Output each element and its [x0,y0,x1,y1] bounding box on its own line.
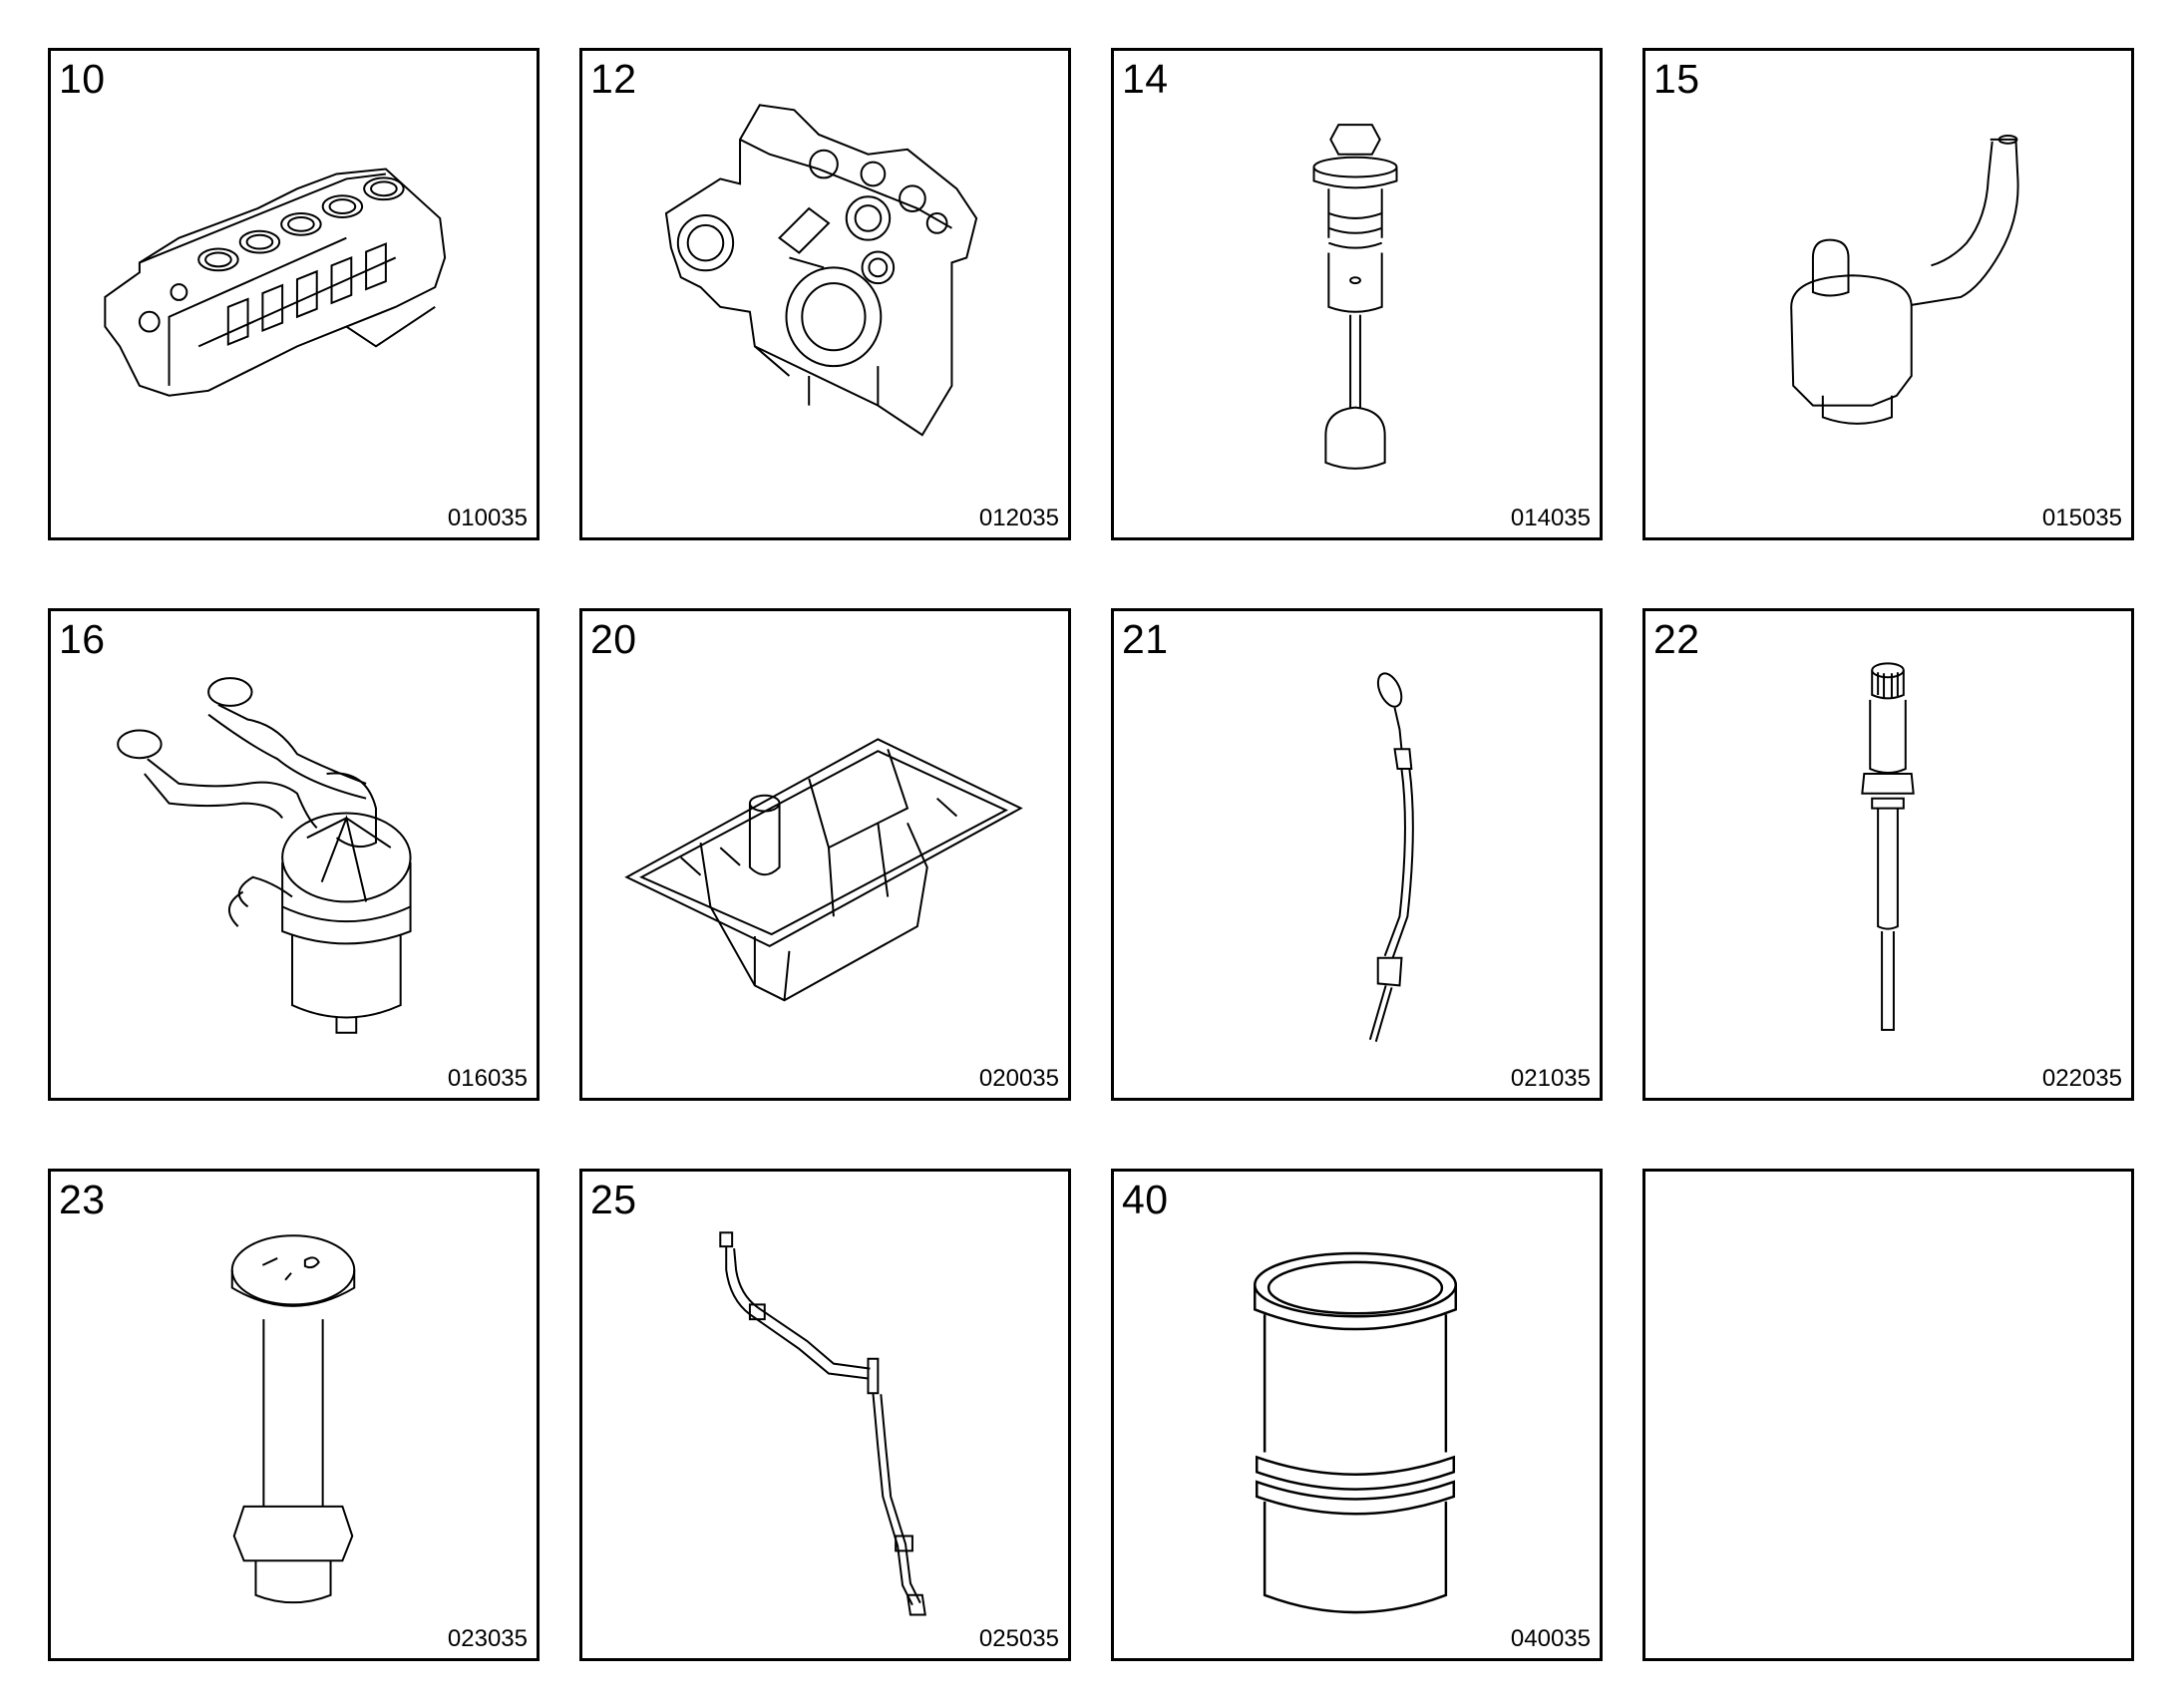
part-code: 014035 [1510,505,1591,531]
engine-block-icon [51,51,537,537]
part-number: 22 [1653,616,1700,662]
part-cell[interactable]: 22 022035 [1642,608,2134,1101]
part-code: 021035 [1510,1065,1591,1092]
dipstick-icon [1114,611,1600,1098]
part-cell[interactable]: 40 040035 [1111,1169,1603,1661]
part-code: 020035 [978,1065,1059,1092]
part-cell[interactable]: 16 016035 [48,608,540,1101]
part-code: 015035 [2041,505,2122,531]
part-cell[interactable]: 20 020035 [579,608,1071,1101]
part-cell[interactable]: 12 012035 [579,48,1071,540]
part-code: 016035 [447,1065,528,1092]
valve-plug-icon [1114,51,1600,537]
part-code: 040035 [1510,1625,1591,1652]
cylinder-liner-icon [1114,1172,1600,1658]
empty-cell [1642,1169,2134,1661]
part-number: 15 [1653,56,1700,102]
part-cell[interactable]: 14 014035 [1111,48,1603,540]
part-cell[interactable]: 23 023035 [48,1169,540,1661]
timing-cover-icon [582,51,1068,537]
sensor-probe-icon [1645,611,2131,1098]
part-number: 25 [590,1177,637,1222]
part-cell[interactable]: 10 010035 [48,48,540,540]
part-number: 14 [1122,56,1169,102]
part-code: 022035 [2041,1065,2122,1092]
wiring-harness-icon [582,1172,1068,1658]
part-number: 21 [1122,616,1169,662]
part-code: 012035 [978,505,1059,531]
part-cell[interactable]: 15 015035 [1642,48,2134,540]
oil-filler-cap-icon [51,1172,537,1658]
part-code: 010035 [447,505,528,531]
part-number: 12 [590,56,637,102]
oil-separator-hoses-icon [51,611,537,1098]
part-number: 23 [59,1177,106,1222]
bent-pipe-nozzle-icon [1645,51,2131,537]
part-cell[interactable]: 21 021035 [1111,608,1603,1101]
part-number: 10 [59,56,106,102]
part-code: 025035 [978,1625,1059,1652]
part-cell[interactable]: 25 025035 [579,1169,1071,1661]
part-number: 20 [590,616,637,662]
oil-pan-icon [582,611,1068,1098]
part-number: 16 [59,616,106,662]
part-number: 40 [1122,1177,1169,1222]
part-code: 023035 [447,1625,528,1652]
